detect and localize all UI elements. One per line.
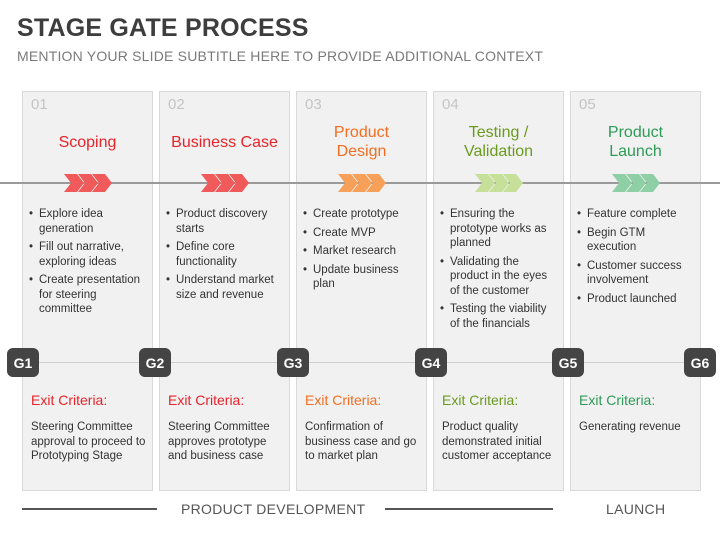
list-item: Fill out narrative, exploring ideas [29, 240, 146, 269]
exit-criteria-text: Steering Committee approves prototype an… [168, 421, 270, 462]
stage-bullets: Product discovery startsDefine core func… [166, 207, 283, 306]
stage-title: Scoping [23, 122, 152, 162]
stage-title-line: Launch [609, 143, 662, 160]
gate-line [20, 362, 710, 363]
chevron-segment [229, 174, 249, 192]
exit-criteria-text: Confirmation of business case and go to … [305, 421, 417, 462]
list-item: Create presentation for steering committ… [29, 273, 146, 317]
exit-criteria-label: Exit Criteria: [31, 392, 108, 408]
stage-number: 02 [168, 96, 185, 113]
chevron-segment [475, 174, 495, 192]
exit-criteria-text: Product quality demonstrated initial cus… [442, 421, 552, 462]
gate-badge-g1: G1 [7, 348, 39, 377]
chevron-segment [503, 174, 523, 192]
list-item: Ensuring the prototype works as planned [440, 207, 557, 251]
list-item: Validating the product in the eyes of th… [440, 255, 557, 299]
chevron-segment [64, 174, 84, 192]
list-item: Customer success involvement [577, 259, 694, 288]
footer-line-middle [385, 508, 553, 510]
stage-title-line: Business Case [171, 133, 278, 151]
exit-criteria-label: Exit Criteria: [442, 392, 519, 408]
footer-product-development: PRODUCT DEVELOPMENT [181, 501, 366, 517]
list-item: Understand market size and revenue [166, 273, 283, 302]
gate-badge-g6: G6 [684, 348, 716, 377]
stage-number: 01 [31, 96, 48, 113]
list-item: Update business plan [303, 263, 420, 292]
list-item: Define core functionality [166, 240, 283, 269]
chevron-segment [201, 174, 221, 192]
page-subtitle: MENTION YOUR SLIDE SUBTITLE HERE TO PROV… [17, 48, 544, 64]
list-item: Testing the viability of the financials [440, 302, 557, 331]
stage-title: Testing / Validation [434, 122, 563, 162]
footer-launch: LAUNCH [606, 501, 666, 517]
stage-number: 04 [442, 96, 459, 113]
chevron-segment [640, 174, 660, 192]
gate-badge-g5: G5 [552, 348, 584, 377]
chevron-arrow-icon [612, 174, 660, 192]
gate-badge-g4: G4 [415, 348, 447, 377]
chevron-segment [92, 174, 112, 192]
exit-criteria-text: Generating revenue [579, 421, 681, 433]
list-item: Create MVP [303, 226, 420, 241]
stage-title-line: Scoping [58, 133, 117, 151]
list-item: Create prototype [303, 207, 420, 222]
list-item: Market research [303, 244, 420, 259]
chevron-segment [215, 174, 235, 192]
stage-bullets: Create prototypeCreate MVP Market researc… [303, 207, 420, 296]
list-item: Explore idea generation [29, 207, 146, 236]
gate-badge-g2: G2 [139, 348, 171, 377]
list-item: Product discovery starts [166, 207, 283, 236]
chevron-arrow-icon [475, 174, 523, 192]
chevron-arrow-icon [64, 174, 112, 192]
chevron-segment [612, 174, 632, 192]
stage-title-line: Testing / [468, 124, 529, 141]
stage-number: 05 [579, 96, 596, 113]
stage-number: 03 [305, 96, 322, 113]
stage-bullets: Explore idea generationFill out narrativ… [29, 207, 146, 321]
stage-title: Business Case [160, 122, 289, 162]
stage-title-line: Product [607, 124, 664, 141]
gate-badge-g3: G3 [277, 348, 309, 377]
chevron-segment [489, 174, 509, 192]
exit-criteria-label: Exit Criteria: [168, 392, 245, 408]
chevron-segment [352, 174, 372, 192]
page-title: STAGE GATE PROCESS [17, 14, 309, 42]
stage-panel-03: 03ProductDesignCreate prototypeCreate MV… [296, 91, 427, 491]
exit-criteria-label: Exit Criteria: [305, 392, 382, 408]
stage-panel-01: 01ScopingExplore idea generationFill out… [22, 91, 153, 491]
footer-line-left [22, 508, 157, 510]
chevron-segment [78, 174, 98, 192]
stage-title-line: Design [336, 143, 387, 160]
stage-title-line: Product [333, 124, 390, 141]
chevron-arrow-icon [338, 174, 386, 192]
stage-bullets: Ensuring the prototype works as plannedV… [440, 207, 557, 335]
chevron-arrow-icon [201, 174, 249, 192]
chevron-segment [366, 174, 386, 192]
list-item: Feature complete [577, 207, 694, 222]
list-item: Product launched [577, 292, 694, 307]
stage-title-line: Validation [463, 143, 534, 160]
chevron-segment [626, 174, 646, 192]
exit-criteria-text: Steering Committee approval to proceed t… [31, 421, 146, 462]
stage-panel-05: 05ProductLaunchFeature completeBegin GTM… [570, 91, 701, 491]
exit-criteria-label: Exit Criteria: [579, 392, 656, 408]
chevron-segment [338, 174, 358, 192]
stage-bullets: Feature completeBegin GTM executionCusto… [577, 207, 694, 310]
list-item: Begin GTM execution [577, 226, 694, 255]
